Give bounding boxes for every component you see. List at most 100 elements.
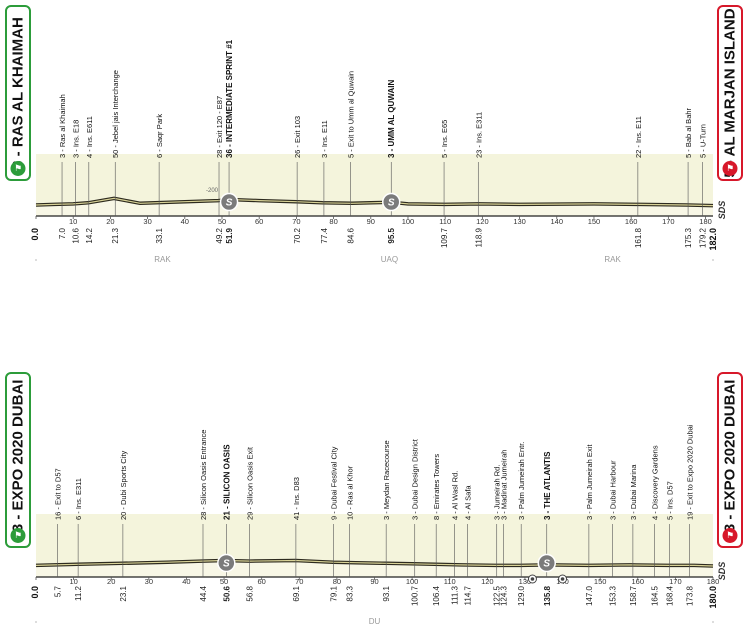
x-tick-label: 70 [295, 577, 303, 586]
waypoint-label: 5 - U-Turn [699, 124, 708, 158]
waypoint-label: 4 - Al Wasl Rd. [451, 471, 460, 520]
region-label: DU [369, 617, 381, 624]
sprint-marker-letter: S [388, 198, 395, 209]
waypoint-km-label: 95.5 [387, 227, 396, 243]
waypoint-km-label: 7.0 [58, 227, 67, 239]
waypoint-km-label: 44.4 [199, 585, 208, 601]
waypoint-km-label: 49.2 [215, 227, 224, 243]
x-tick-label: 60 [257, 577, 265, 586]
km-marker-dot-icon [560, 577, 565, 581]
elevation-fill [36, 560, 713, 577]
waypoint-label: 9 - Dubai Festival City [330, 446, 339, 520]
waypoint-km-label: 124.3 [500, 585, 509, 606]
finish-badge-stage-2: 23 - EXPO 2020 DUBAI ⚑ [717, 372, 743, 548]
x-tick-label: 170 [662, 217, 675, 226]
x-tick-label: 110 [439, 217, 451, 226]
waypoint-label: 16 - Exit to D57 [53, 468, 62, 520]
x-tick-label: 80 [329, 217, 337, 226]
x-tick-label: 140 [551, 217, 564, 226]
start-flag-icon: ⚑ [10, 528, 26, 543]
waypoint-km-label: 161.8 [634, 227, 643, 248]
waypoint-km-label: 51.9 [225, 227, 234, 243]
waypoint-label: 10 - Ras al Khor [345, 465, 354, 520]
waypoint-km-label: 79.1 [330, 585, 339, 601]
waypoint-label: 3 - Madinat Jumeirah [500, 450, 509, 520]
waypoint-label: 3 - Dubai Harbour [609, 460, 618, 520]
x-tick-label: 130 [513, 217, 526, 226]
start-km-label: 0.0 [30, 586, 40, 599]
waypoint-label: 21 - SILICON OASIS [222, 444, 231, 520]
waypoint-label: 5 - Bab al Bahr [684, 107, 693, 158]
x-tick-label: 20 [107, 577, 115, 586]
waypoint-label: 3 - THE ATLANTIS [543, 451, 552, 520]
x-tick-label: 20 [106, 217, 114, 226]
x-tick-label: 30 [143, 217, 151, 226]
elevation-tick-label: -200 [206, 188, 219, 194]
sprint-marker-icon [217, 553, 236, 573]
waypoint-label: 28 - Exit 120 - E87 [215, 96, 224, 158]
waypoint-label: 5 - Ins. D57 [665, 481, 674, 520]
brand-logo: SDS [717, 201, 727, 220]
waypoint-label: 3 - Ras al Khaimah [58, 94, 67, 158]
x-tick-label: 180 [699, 217, 712, 226]
x-tick-label: 90 [370, 577, 378, 586]
waypoint-km-label: 135.8 [543, 585, 552, 606]
waypoint-km-label: 84.6 [347, 227, 356, 243]
x-tick-label: 160 [632, 577, 645, 586]
waypoint-km-label: 70.2 [293, 227, 302, 243]
sprint-marker-icon [381, 192, 401, 212]
x-tick-label: 40 [181, 217, 189, 226]
x-tick-label: 80 [333, 577, 341, 586]
x-tick-label: 10 [69, 217, 77, 226]
waypoint-km-label: 14.2 [85, 227, 94, 243]
finish-km-label: 180.0 [708, 586, 718, 609]
waypoint-label: 28 - Silicon Oasis Entrance [199, 430, 208, 520]
waypoint-km-label: 179.2 [699, 227, 708, 248]
waypoint-km-label: 147.0 [585, 585, 594, 606]
waypoint-label: 19 - Exit to Expo 2020 Dubai [686, 424, 695, 520]
waypoint-label: 6 - Saqr Park [155, 114, 164, 158]
x-tick-label: 180 [707, 577, 720, 586]
waypoint-label: 20 - Dubi Sports City [119, 451, 128, 520]
waypoint-label: 23 - Ins. E311 [474, 112, 483, 158]
x-tick-label: 10 [69, 577, 77, 586]
x-tick-label: 130 [519, 577, 532, 586]
waypoint-label: 3 - Meydan Racecourse [382, 440, 391, 520]
waypoint-label: 5 - Exit to Umm al Quwain [347, 71, 356, 158]
waypoint-km-label: 56.8 [246, 585, 255, 601]
waypoint-km-label: 93.1 [382, 585, 391, 601]
waypoint-km-label: 23.1 [119, 585, 128, 601]
waypoint-km-label: 173.8 [686, 585, 695, 606]
waypoint-km-label: 118.9 [474, 227, 483, 247]
x-tick-label: 50 [220, 577, 228, 586]
x-tick-label: 90 [367, 217, 375, 226]
start-badge-stage-2: 23 - EXPO 2020 DUBAI ⚑ [5, 372, 31, 548]
waypoint-km-label: 77.4 [320, 227, 329, 243]
waypoint-label: 41 - Ins. D83 [292, 477, 301, 520]
waypoint-label: 3 - Dubai Marina [629, 464, 638, 520]
sprint-marker-letter: S [226, 198, 233, 209]
finish-km-label: 182.0 [708, 228, 718, 251]
waypoint-label: 3 - Ins. E18 [71, 120, 80, 158]
waypoint-km-label: 69.1 [292, 585, 301, 601]
x-tick-label: 100 [402, 217, 415, 226]
waypoint-km-label: 5.7 [53, 585, 62, 597]
waypoint-label: 6 - Ins. E311 [74, 478, 83, 520]
x-tick-label: 150 [594, 577, 607, 586]
elevation-line-highlight [35, 559, 714, 567]
x-tick-label: 120 [481, 577, 494, 586]
x-tick-label: 160 [625, 217, 638, 226]
x-tick-label: 170 [669, 577, 682, 586]
x-tick-label: 30 [145, 577, 153, 586]
sprint-marker-letter: S [223, 559, 230, 570]
x-tick-label: 40 [182, 577, 190, 586]
region-label: RAK [604, 255, 621, 264]
waypoint-label: 3 - Dubai Design District [411, 438, 420, 520]
waypoint-label: 3 - UMM AL QUWAIN [387, 80, 396, 158]
waypoint-label: 29 - Silicon Oasis Exit [246, 446, 255, 520]
waypoint-km-label: 175.3 [684, 227, 693, 248]
finish-flag-icon: ⚑ [722, 528, 738, 543]
waypoint-label: 3 - Palm Jumeirah Exit [585, 444, 594, 520]
waypoint-km-label: 100.7 [411, 585, 420, 606]
